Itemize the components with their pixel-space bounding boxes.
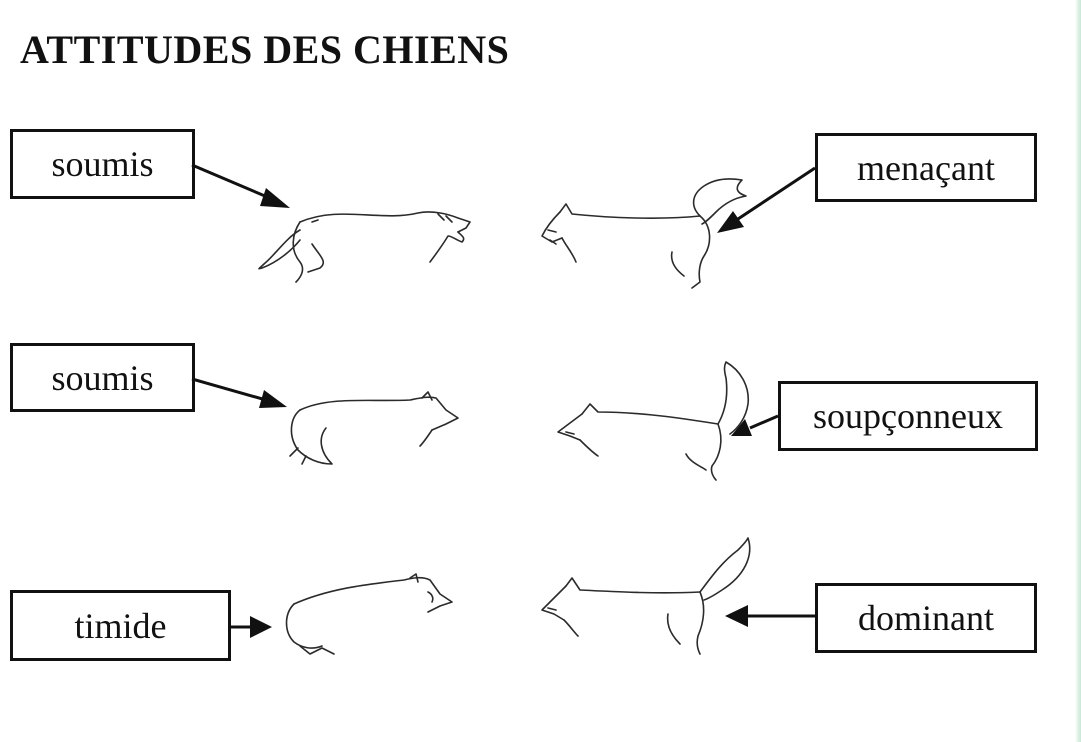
arrow-suspicious <box>731 414 779 436</box>
dog-timid <box>285 573 453 655</box>
label-submissive-top: soumis <box>10 129 195 199</box>
arrow-submissive-top <box>191 163 290 208</box>
label-threatening: menaçant <box>815 133 1037 202</box>
dog-suspicious <box>557 361 750 481</box>
dog-submissive-middle <box>289 391 459 465</box>
label-dominant: dominant <box>815 583 1037 653</box>
dog-threatening <box>541 178 747 289</box>
arrow-dominant <box>725 605 815 627</box>
label-suspicious: soupçonneux <box>778 381 1038 451</box>
dog-submissive-top <box>258 211 471 283</box>
arrow-timid <box>231 616 272 638</box>
arrow-submissive-middle <box>191 377 287 408</box>
page-edge <box>1075 0 1081 742</box>
page-title: ATTITUDES DES CHIENS <box>20 27 510 72</box>
dog-dominant <box>541 537 751 655</box>
label-submissive-middle: soumis <box>10 343 195 412</box>
label-timid: timide <box>10 590 231 661</box>
arrow-threatening <box>717 166 816 233</box>
